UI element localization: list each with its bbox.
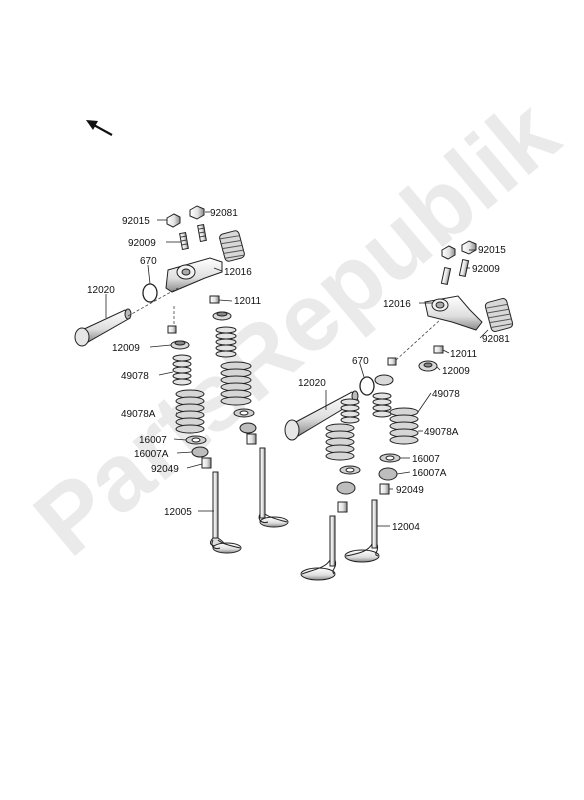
inner-spring-49078-left-b [215, 326, 237, 358]
outer-spring-49078A-right-b [325, 423, 355, 461]
label-49078A-left: 49078A [121, 409, 156, 420]
adjust-screw-92009-right-b [458, 258, 470, 278]
rocker-shaft-12020-left [74, 308, 132, 347]
valve-guide-92049-left-a [201, 457, 212, 469]
label-49078-right: 49078 [432, 389, 460, 400]
retainer-12009-right-a [418, 360, 438, 372]
inner-spring-49078-left-a [172, 354, 192, 386]
adjust-screw-92009-left-a [179, 232, 189, 250]
leader-lines [105, 211, 489, 527]
label-12005: 12005 [164, 507, 192, 518]
label-92015-right: 92015 [478, 245, 506, 256]
label-12011-left: 12011 [234, 296, 262, 307]
spring-seat-16007-left-b [233, 408, 255, 418]
valve-guide-92049-left-b [246, 433, 257, 445]
label-12020-left: 12020 [87, 285, 115, 296]
inner-spring-49078-right-a [372, 392, 392, 418]
cotter-12011-right [433, 345, 444, 354]
exhaust-valve-12005-b [258, 447, 289, 528]
nut-92015-left [166, 213, 181, 228]
label-92009-right: 92009 [472, 264, 500, 275]
valve-seal-16007A-right-b [336, 481, 356, 495]
intake-valve-12004-a [344, 499, 380, 563]
label-670-left: 670 [140, 256, 157, 267]
rocker-arm-12016-left [165, 257, 223, 293]
label-12009-right: 12009 [442, 366, 470, 377]
adjust-screw-92009-left-b [197, 224, 207, 242]
spring-92081-left [219, 230, 245, 262]
cotter-12011-left [209, 295, 220, 304]
label-12016-right: 12016 [383, 299, 411, 310]
label-16007A-left: 16007A [134, 449, 169, 460]
nut-92015-right [441, 245, 456, 260]
label-12009-left: 12009 [112, 343, 140, 354]
valve-guide-92049-right-a [379, 483, 390, 495]
label-49078A-right: 49078A [424, 427, 459, 438]
spring-seat-16007-right-a [379, 453, 401, 463]
label-12016-left: 12016 [224, 267, 252, 278]
spring-seat-16007-right-b [339, 465, 361, 475]
label-12011-right: 12011 [450, 349, 478, 360]
cotter-right-b [387, 357, 397, 366]
adjust-screw-92009-right-a [440, 266, 452, 286]
retainer-12009-left-a [170, 340, 190, 350]
label-92049-left: 92049 [151, 464, 179, 475]
label-670-right: 670 [352, 356, 369, 367]
outer-spring-49078A-left-b [220, 361, 252, 406]
valve-seal-16007A-left-b [239, 422, 257, 434]
label-16007-right: 16007 [412, 454, 440, 465]
valve-seal-16007A-right-a [378, 467, 398, 481]
label-16007-left: 16007 [139, 435, 167, 446]
valve-seal-16007A-left-a [191, 446, 209, 458]
label-92049-right: 92049 [396, 485, 424, 496]
o-ring-670-right [359, 376, 375, 396]
spring-92081-right [484, 298, 514, 332]
intake-valve-12004-b [300, 515, 337, 581]
label-12020-right: 12020 [298, 378, 326, 389]
label-92081-left: 92081 [210, 208, 238, 219]
retainer-12009-left-b [212, 311, 232, 321]
label-92009-left: 92009 [128, 238, 156, 249]
o-ring-670-left [142, 283, 158, 303]
rocker-arm-12016-right [424, 295, 483, 331]
cotter-left-b [167, 325, 177, 334]
outer-spring-49078A-right-a [389, 407, 419, 445]
assembly-line-right [395, 319, 441, 361]
valve-guide-92049-right-b [337, 501, 348, 513]
label-92015-left: 92015 [122, 216, 150, 227]
label-49078-left: 49078 [121, 371, 149, 382]
inner-spring-49078-right-b [340, 398, 360, 424]
retainer-12009-right-b [374, 374, 394, 386]
direction-arrow-icon [86, 120, 113, 136]
label-16007A-right: 16007A [412, 468, 447, 479]
spring-seat-16007-left-a [185, 435, 207, 445]
label-92081-right: 92081 [482, 334, 510, 345]
outer-spring-49078A-left-a [175, 389, 205, 434]
label-12004: 12004 [392, 522, 420, 533]
exhaust-valve-12005-a [209, 471, 242, 554]
adjuster-cap-left [189, 205, 205, 220]
assembly-line-left [127, 287, 179, 317]
